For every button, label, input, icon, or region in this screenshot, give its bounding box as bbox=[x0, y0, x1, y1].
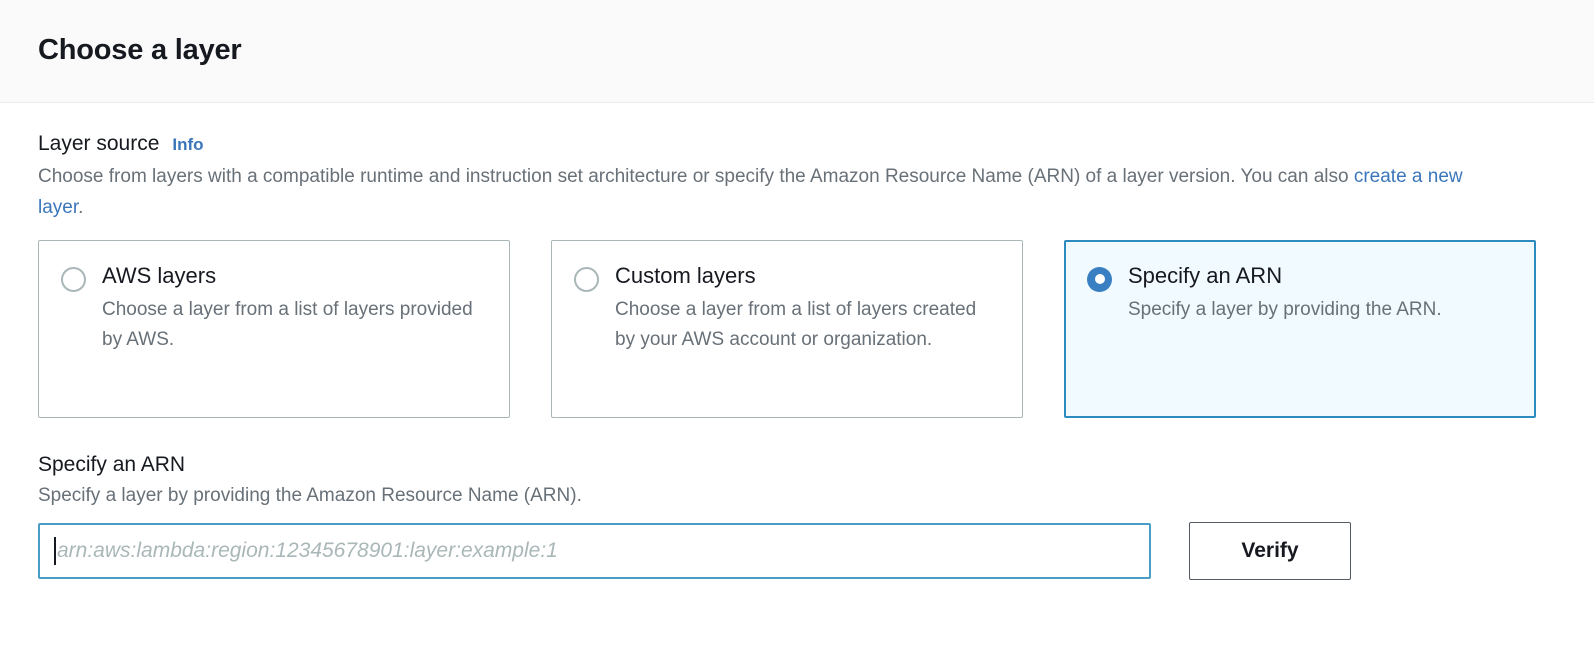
layer-source-label-row: Layer source Info bbox=[38, 131, 1556, 156]
layer-source-description: Choose from layers with a compatible run… bbox=[38, 162, 1498, 224]
arn-input-container[interactable] bbox=[38, 523, 1151, 580]
radio-card-specify-an-arn-description: Specify a layer by providing the ARN. bbox=[1128, 298, 1442, 320]
radio-card-aws-layers-text: AWS layers Choose a layer from a list of… bbox=[102, 263, 485, 356]
arn-input[interactable] bbox=[57, 525, 1135, 578]
layer-source-label: Layer source bbox=[38, 132, 160, 155]
radio-card-aws-layers[interactable]: AWS layers Choose a layer from a list of… bbox=[38, 239, 510, 418]
layer-source-description-text-2: . bbox=[78, 196, 84, 218]
arn-section-title: Specify an ARN bbox=[38, 452, 186, 476]
radio-card-specify-an-arn-title: Specify an ARN bbox=[1128, 262, 1283, 288]
radio-icon-aws-layers[interactable] bbox=[61, 266, 86, 292]
arn-input-row: Verify bbox=[38, 522, 1556, 581]
page-title: Choose a layer bbox=[38, 34, 242, 67]
info-link[interactable]: Info bbox=[172, 135, 204, 154]
modal-body: Layer source Info Choose from layers wit… bbox=[0, 103, 1594, 666]
radio-card-custom-layers[interactable]: Custom layers Choose a layer from a list… bbox=[551, 239, 1023, 418]
arn-section-description: Specify a layer by providing the Amazon … bbox=[38, 484, 582, 506]
modal-header: Choose a layer bbox=[0, 0, 1594, 103]
radio-card-aws-layers-description: Choose a layer from a list of layers pro… bbox=[102, 298, 473, 351]
layer-source-radio-group: AWS layers Choose a layer from a list of… bbox=[38, 239, 1556, 418]
radio-card-specify-an-arn-text: Specify an ARN Specify a layer by provid… bbox=[1128, 263, 1511, 326]
radio-card-custom-layers-text: Custom layers Choose a layer from a list… bbox=[615, 263, 998, 356]
radio-icon-custom-layers[interactable] bbox=[574, 266, 599, 292]
verify-button[interactable]: Verify bbox=[1189, 522, 1351, 581]
text-caret bbox=[54, 537, 56, 566]
radio-card-custom-layers-description: Choose a layer from a list of layers cre… bbox=[615, 298, 977, 351]
radio-icon-specify-an-arn[interactable] bbox=[1087, 266, 1112, 292]
create-a-new-layer-link[interactable]: create a new layer bbox=[38, 166, 1463, 218]
radio-card-specify-an-arn[interactable]: Specify an ARN Specify a layer by provid… bbox=[1064, 239, 1536, 418]
radio-card-aws-layers-title: AWS layers bbox=[102, 262, 217, 288]
radio-card-custom-layers-title: Custom layers bbox=[615, 262, 756, 288]
layer-source-description-text-1: Choose from layers with a compatible run… bbox=[38, 166, 1354, 188]
